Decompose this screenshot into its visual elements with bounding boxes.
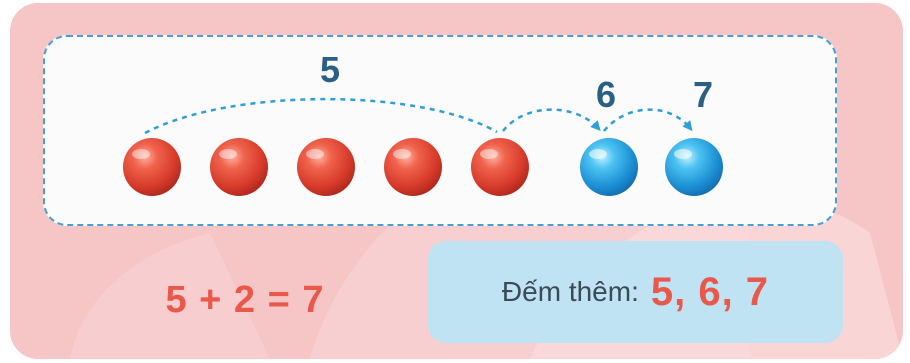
count-on-values: 5, 6, 7 [651,270,769,315]
red-ball [384,138,442,196]
red-ball [297,138,355,196]
step-label-7: 7 [693,74,713,115]
red-ball [123,138,181,196]
blue-ball [580,138,638,196]
jump-arc [145,99,497,133]
blue-balls [580,138,723,196]
count-on-line: Đếm thêm: 5, 6, 7 [428,241,843,343]
blue-ball [665,138,723,196]
red-ball [210,138,268,196]
step-label-6: 6 [596,74,616,115]
red-ball [471,138,529,196]
jump-label: 5 [320,49,340,90]
step-arrow-7 [604,110,690,131]
step-arrow-6 [503,110,598,131]
count-on-box: Đếm thêm: 5, 6, 7 [428,241,843,343]
addition-equation: 5 + 2 = 7 [130,275,360,325]
count-on-label: Đếm thêm: [502,276,639,308]
red-balls [123,138,529,196]
